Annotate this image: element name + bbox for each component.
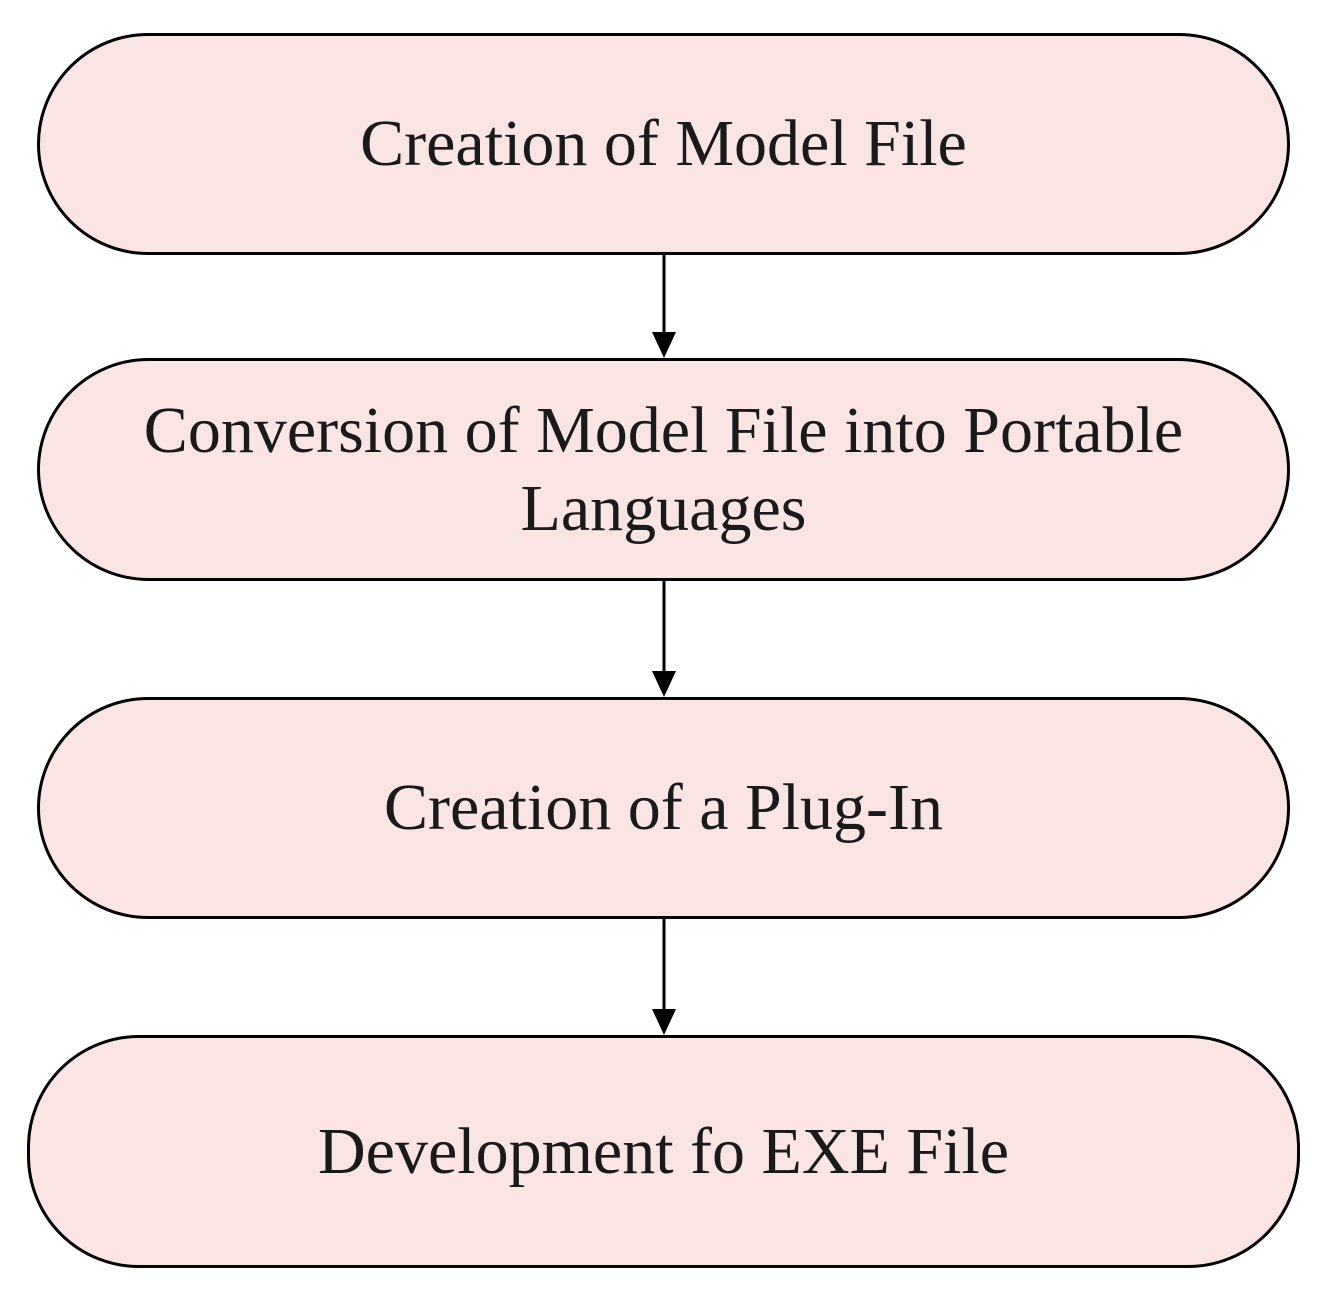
arrow-step3-to-step4 <box>652 919 676 1035</box>
step-label: Conversion of Model File into Portable L… <box>143 393 1184 545</box>
step-label: Development fo EXE File <box>317 1114 1009 1188</box>
arrow-head <box>652 671 676 697</box>
step-conversion-to-portable-languages: Conversion of Model File into Portable L… <box>37 358 1290 581</box>
step-label: Creation of a Plug-In <box>383 771 944 844</box>
arrow-step1-to-step2 <box>652 255 676 358</box>
step-label: Creation of Model File <box>360 107 967 180</box>
step-creation-of-model-file: Creation of Model File <box>37 33 1290 255</box>
step-development-of-exe-file: Development fo EXE File <box>27 1035 1300 1268</box>
arrow-head <box>652 1009 676 1035</box>
arrow-head <box>652 332 676 358</box>
step-creation-of-plug-in: Creation of a Plug-In <box>37 697 1290 919</box>
arrow-step2-to-step3 <box>652 581 676 697</box>
